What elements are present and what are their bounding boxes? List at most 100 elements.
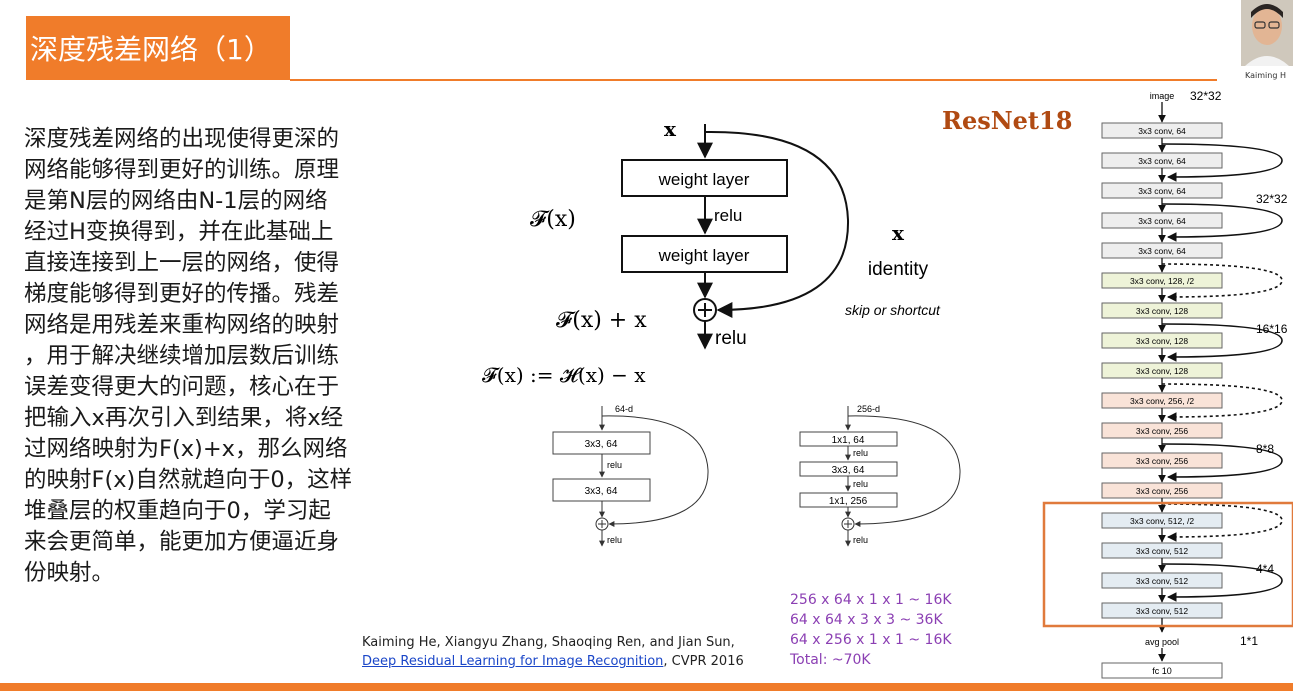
param-line: 64 x 64 x 3 x 3 ~ 36K [790, 612, 943, 628]
skip-label: skip or shortcut [845, 302, 941, 318]
body-line: ，用于解决继续增加层数后训练 [24, 343, 340, 369]
bottleneck-relu-2: relu [853, 479, 868, 489]
resnet-shortcut-arc [1161, 503, 1283, 542]
resnet-layer-label: 3x3 conv, 64 [1138, 156, 1186, 166]
body-line: 过网络映射为F(x)+x，那么网络 [24, 436, 348, 462]
resnet18-label: ResNet18 [942, 106, 1073, 135]
relu-out-label: relu [715, 328, 747, 349]
resnet-shortcut-arc [1161, 203, 1283, 242]
resnet-stage-size: 8*8 [1256, 442, 1274, 456]
basic-layer-1-label: 3x3, 64 [585, 439, 618, 450]
resnet-layer-label: 3x3 conv, 256 [1136, 426, 1189, 436]
resnet-layer-label: 3x3 conv, 128 [1136, 336, 1189, 346]
speaker-caption: Kaiming H [1245, 71, 1286, 80]
resnet-layer-label: 3x3 conv, 64 [1138, 216, 1186, 226]
bottom-divider [0, 683, 1293, 691]
basic-relu-out: relu [607, 535, 622, 545]
body-line: 经过H变换得到，并在此基础上 [24, 219, 334, 245]
body-line: 是第N层的网络由N-1层的网络 [24, 188, 328, 214]
bottleneck-shortcut-arrow [847, 415, 961, 527]
basic-relu-mid: relu [607, 460, 622, 470]
body-line: 把输入x再次引入到结果，将x经 [24, 405, 344, 431]
resnet-stage-size: 4*4 [1256, 562, 1274, 576]
residual-block-diagram: x weight layer relu weight layer relu x … [482, 117, 941, 387]
body-line: 网络能够得到更好的训练。原理 [24, 157, 340, 183]
resnet-stage-size: 16*16 [1256, 322, 1288, 336]
sum-label: 𝓕(x) + x [556, 308, 647, 333]
resnet-stage-size: 1*1 [1240, 634, 1258, 648]
weight-layer-1 [621, 159, 788, 197]
resnet-pool-label: avg pool [1145, 637, 1179, 647]
bottleneck-layer-1-label: 1x1, 64 [832, 435, 865, 446]
resnet-layer-label: 3x3 conv, 64 [1138, 246, 1186, 256]
resnet-shortcut-arc [1161, 323, 1283, 362]
basic-layer-2-label: 3x3, 64 [585, 486, 618, 497]
body-line: 网络是用残差来重构网络的映射 [24, 312, 340, 338]
basic-block-diagram: 64-d 3x3, 64 relu 3x3, 64 relu [552, 404, 709, 547]
resnet-stage-size: 32*32 [1256, 192, 1288, 206]
body-line: 梯度能够得到更好的传播。残差 [24, 281, 340, 307]
identity-x-label: x [892, 221, 905, 245]
resnet-shortcut-arc [1161, 143, 1283, 182]
residual-equation: 𝓕(x) := 𝓗(x) − x [482, 363, 646, 387]
citation-authors: Kaiming He, Xiangyu Zhang, Shaoqing Ren,… [362, 635, 735, 650]
param-line: 256 x 64 x 1 x 1 ~ 16K [790, 592, 952, 608]
body-line: 来会更简单，能更加方便逼近身 [24, 529, 340, 555]
bottleneck-relu-1: relu [853, 448, 868, 458]
resnet-shortcut-arc [1161, 563, 1283, 602]
bottleneck-layer-3-label: 1x1, 256 [829, 496, 868, 507]
resnet-layer-label: 3x3 conv, 128 [1136, 366, 1189, 376]
weight-layer-1-label: weight layer [658, 170, 750, 189]
resnet-layer-label: 3x3 conv, 512 [1136, 576, 1189, 586]
body-line: 深度残差网络的出现使得更深的 [24, 126, 340, 152]
body-text: 深度残差网络的出现使得更深的网络能够得到更好的训练。原理是第N层的网络由N-1层… [24, 124, 414, 589]
body-line: 堆叠层的权重趋向于0，学习起 [24, 498, 331, 524]
identity-shortcut-arrow [704, 130, 850, 318]
paper-link[interactable]: Deep Residual Learning for Image Recogni… [362, 654, 664, 669]
param-line: 64 x 256 x 1 x 1 ~ 16K [790, 632, 952, 648]
weight-layer-2 [621, 235, 788, 273]
resnet-input-size: 32*32 [1190, 89, 1222, 103]
bottleneck-input-label: 256-d [857, 404, 880, 414]
resnet-shortcut-arc [1161, 263, 1283, 302]
bottleneck-layer-2-label: 3x3, 64 [832, 465, 865, 476]
body-line: 的映射F(x)自然就趋向于0，这样 [24, 467, 353, 493]
block-input-label: x [664, 117, 677, 141]
resnet-layer-label: 3x3 conv, 128 [1136, 306, 1189, 316]
resnet-fc-label: fc 10 [1152, 666, 1172, 676]
weight-layer-2-label: weight layer [658, 246, 750, 265]
resnet-fc-box [1101, 662, 1223, 679]
relu-mid-label: relu [714, 206, 742, 225]
title-divider [290, 79, 1217, 81]
resnet-shortcut-arc [1161, 443, 1283, 482]
resnet-layer-label: 3x3 conv, 512 [1136, 606, 1189, 616]
basic-input-label: 64-d [615, 404, 633, 414]
resnet-input-label: image [1150, 91, 1175, 101]
body-line: 直接连接到上一层的网络，使得 [24, 250, 340, 276]
resnet-layer-label: 3x3 conv, 64 [1138, 186, 1186, 196]
speaker-avatar-icon [1241, 0, 1293, 66]
resnet-layer-label: 3x3 conv, 256 [1136, 486, 1189, 496]
citation: Kaiming He, Xiangyu Zhang, Shaoqing Ren,… [362, 633, 744, 671]
basic-shortcut-arrow [601, 415, 709, 527]
citation-venue: , CVPR 2016 [663, 654, 744, 669]
bottleneck-block-diagram: 256-d 1x1, 64 relu 3x3, 64 relu 1x1, 256… [799, 404, 961, 547]
resnet-layer-label: 3x3 conv, 512 [1136, 546, 1189, 556]
resnet-layer-label: 3x3 conv, 128, /2 [1130, 276, 1194, 286]
resnet-layer-label: 3x3 conv, 512, /2 [1130, 516, 1194, 526]
body-line: 份映射。 [24, 560, 115, 586]
fx-label: 𝓕(x) [530, 207, 576, 232]
resnet-layer-label: 3x3 conv, 256 [1136, 456, 1189, 466]
title-banner [26, 16, 290, 80]
resnet-shortcut-arc [1161, 383, 1283, 422]
bottleneck-relu-out: relu [853, 535, 868, 545]
speaker-photo [1241, 0, 1293, 66]
body-line: 误差变得更大的问题，核心在于 [24, 374, 340, 400]
slide-title: 深度残差网络（1） [30, 33, 272, 66]
resnet-layer-label: 3x3 conv, 256, /2 [1130, 396, 1194, 406]
resnet-layer-label: 3x3 conv, 64 [1138, 126, 1186, 136]
stage4-highlight [1042, 501, 1293, 628]
citation-line: Deep Residual Learning for Image Recogni… [362, 652, 744, 671]
identity-label: identity [868, 259, 929, 280]
param-line: Total: ~70K [790, 652, 871, 668]
